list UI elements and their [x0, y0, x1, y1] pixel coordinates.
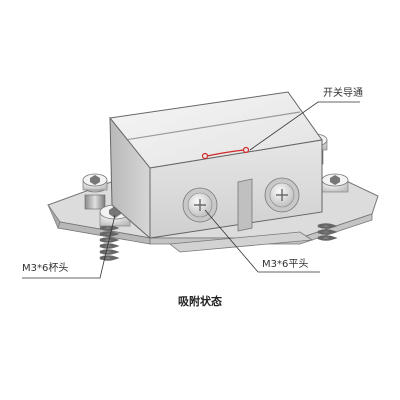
cup-head-screw-label: M3*6杯头 [22, 263, 69, 274]
flat-head-screw-left [182, 187, 218, 223]
switch-conduction-mark [201, 146, 250, 160]
flat-head-screw-label: M3*6平头 [262, 259, 309, 270]
switch-conduction-label: 开关导通 [323, 88, 363, 99]
leader-lines [22, 101, 360, 279]
cup-head-screw-right [317, 173, 349, 241]
flat-head-screw-right [264, 177, 300, 213]
cup-head-screw-left [82, 173, 108, 210]
state-caption: 吸附状态 [178, 295, 222, 308]
